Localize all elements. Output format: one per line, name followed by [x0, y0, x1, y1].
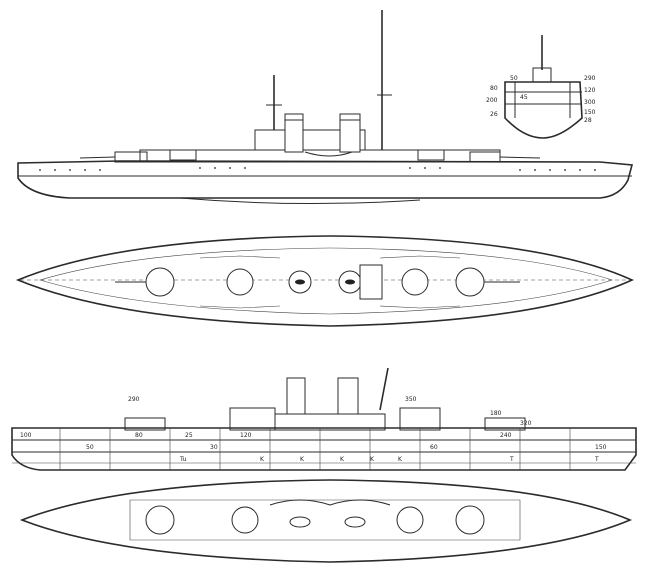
- section-label-45: 45: [520, 94, 528, 101]
- profile-mast: [379, 367, 389, 411]
- profile-hull-outline: [11, 427, 637, 471]
- section-hull-outline: [504, 81, 583, 139]
- profile-funnel-aft: [337, 377, 359, 415]
- side-elevation-view: [17, 10, 634, 205]
- profile-label-240: 240: [500, 432, 512, 439]
- profile-label-25: 25: [185, 432, 193, 439]
- section-label-150: 150: [584, 109, 596, 116]
- section-funnel: [532, 67, 552, 83]
- section-label-80: 80: [490, 85, 498, 92]
- profile-letter-tu: Tu: [179, 456, 187, 463]
- side-funnel-fore: [284, 113, 304, 153]
- side-hull-outline: [17, 160, 634, 199]
- profile-funnel-fore: [286, 377, 306, 415]
- armor-profile-view: 290 180 120 25 50 30 80 100 150 320 240 …: [11, 367, 637, 471]
- profile-letter-k2: K: [300, 456, 305, 463]
- section-label-120: 120: [584, 87, 596, 94]
- side-bridge-deck: [254, 129, 366, 151]
- profile-letter-k3: K: [340, 456, 345, 463]
- profile-label-150: 150: [595, 444, 607, 451]
- profile-label-290: 290: [128, 396, 140, 403]
- profile-label-180: 180: [490, 410, 502, 417]
- side-turret-c: [417, 149, 445, 161]
- side-boat: [304, 151, 353, 157]
- section-label-50: 50: [510, 75, 518, 82]
- lower-deck-plan-view: [19, 479, 633, 563]
- profile-letter-k5: K: [398, 456, 403, 463]
- section-label-300: 300: [584, 99, 596, 106]
- lower-barbettes: [145, 505, 485, 535]
- profile-letter-k4: K: [370, 456, 375, 463]
- profile-label-100: 100: [20, 432, 32, 439]
- section-label-28: 28: [584, 117, 592, 124]
- profile-letter-t1: T: [509, 456, 514, 463]
- profile-label-350: 350: [405, 396, 417, 403]
- side-funnel-aft: [339, 113, 361, 153]
- profile-label-60: 60: [430, 444, 438, 451]
- profile-label-320: 320: [520, 420, 532, 427]
- midship-section-view: 290 50 120 200 80 300 150 26 28 45: [486, 35, 596, 139]
- profile-label-30: 30: [210, 444, 218, 451]
- lower-hull-outline: [19, 479, 633, 563]
- side-turret-b: [169, 149, 197, 161]
- section-label-26: 26: [490, 111, 498, 118]
- side-keel-line: [179, 197, 421, 205]
- side-turret-d: [469, 151, 501, 163]
- deck-plan-view: [15, 235, 634, 327]
- deck-hull-outline: [15, 235, 634, 327]
- profile-label-120: 120: [240, 432, 252, 439]
- section-label-290: 290: [584, 75, 596, 82]
- profile-letter-k1: K: [260, 456, 265, 463]
- profile-letter-t2: T: [594, 456, 599, 463]
- profile-label-50: 50: [86, 444, 94, 451]
- profile-label-80: 80: [135, 432, 143, 439]
- section-label-200: 200: [486, 97, 498, 104]
- deck-turrets: [115, 264, 520, 300]
